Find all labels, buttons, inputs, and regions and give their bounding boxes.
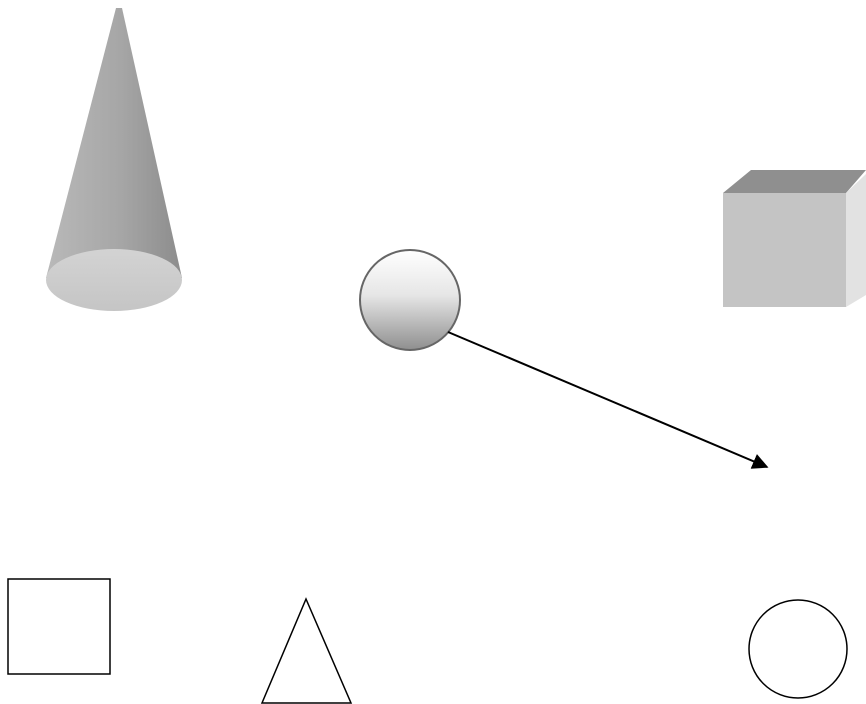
arrow	[447, 331, 769, 469]
square-shape	[7, 578, 111, 675]
cube-shape	[723, 170, 866, 307]
circle-shape	[748, 599, 848, 699]
triangle-shape	[260, 597, 353, 704]
sphere-shape	[359, 249, 461, 351]
cone-shape	[46, 8, 182, 311]
